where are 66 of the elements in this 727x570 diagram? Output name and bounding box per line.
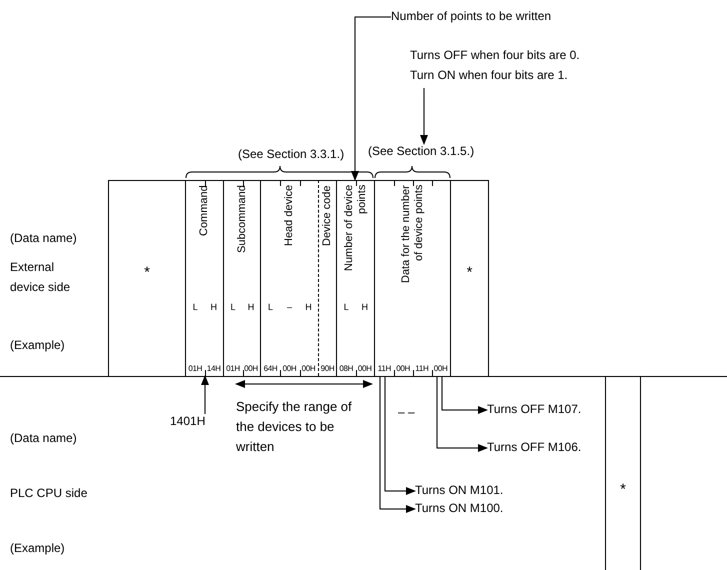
field-name: Command (198, 185, 211, 238)
byte-order-mark: H (305, 301, 312, 313)
label-text: (Data name) (10, 230, 77, 247)
label-text: (See Section 3.3.1.) (238, 146, 344, 163)
field-name: Device code (321, 185, 334, 248)
arrow (235, 380, 373, 388)
arrow (380, 376, 416, 513)
asterisk: * (466, 265, 472, 280)
label-text: (Example) (10, 337, 65, 354)
frame-cell (108, 180, 185, 376)
label-text: – – (398, 404, 415, 421)
frame-cell (605, 376, 641, 570)
note-text: Turns OFF when four bits are 0. (410, 48, 581, 63)
byte-value: 64H (264, 364, 278, 374)
byte-order-mark: H (362, 301, 368, 313)
frame-cell (185, 180, 223, 376)
note-text: 1401H (170, 414, 206, 429)
field-name: Head device (283, 185, 296, 248)
note-text: Turns OFF M107. (487, 402, 582, 417)
note-text: Turns OFF M106. (487, 440, 582, 455)
byte-value: 00H (434, 364, 448, 374)
label-text: (Example) (10, 540, 65, 557)
label-text: External device side (10, 259, 72, 296)
note-text: Turn ON when four bits are 1. (410, 68, 569, 83)
frame-cell (260, 180, 318, 376)
label-text: (Data name) (10, 430, 77, 447)
byte-value: 90H (320, 364, 334, 374)
byte-value: 08H (339, 364, 354, 374)
field-name: Subcommand (236, 185, 248, 255)
byte-value: 00H (302, 364, 316, 374)
arrow (351, 16, 392, 181)
byte-value: 00H (396, 364, 410, 374)
frame-cell (374, 180, 450, 376)
byte-order-mark: L (192, 301, 198, 313)
byte-order-mark: – (286, 301, 292, 313)
byte-value: 01H (226, 364, 240, 374)
note-text: Turns ON M101. (415, 483, 504, 498)
arrow (420, 88, 428, 145)
arrow (442, 376, 488, 414)
label-text: Specify the range of the devices to be written (236, 398, 353, 456)
note-text: Turns ON M100. (415, 501, 504, 516)
frame-cell (223, 180, 260, 376)
asterisk: * (144, 265, 150, 280)
byte-value: 11H (415, 364, 428, 374)
byte-order-mark: L (268, 301, 273, 313)
note-text: (See Section 3.1.5.) (368, 144, 476, 159)
byte-value: 01H (188, 364, 202, 374)
frame-cell (336, 180, 374, 376)
arrow (384, 376, 416, 495)
label-text: PLC CPU side (10, 485, 88, 502)
byte-value: 00H (244, 364, 258, 374)
byte-order-mark: H (210, 301, 217, 313)
byte-order-mark: L (230, 301, 236, 313)
byte-order-mark: L (344, 301, 349, 313)
asterisk: * (620, 482, 626, 497)
byte-value: 00H (358, 364, 372, 374)
note-text: Number of points to be written (391, 9, 552, 24)
byte-order-mark: H (248, 301, 254, 313)
field-name: Number of device points (342, 185, 368, 274)
arrow (201, 375, 209, 414)
byte-value: 11H (378, 364, 391, 374)
byte-value: 14H (206, 364, 221, 374)
frame-cell (450, 180, 489, 376)
arrow (436, 376, 488, 452)
frame-cell (318, 180, 336, 376)
byte-value: 00H (282, 364, 296, 374)
